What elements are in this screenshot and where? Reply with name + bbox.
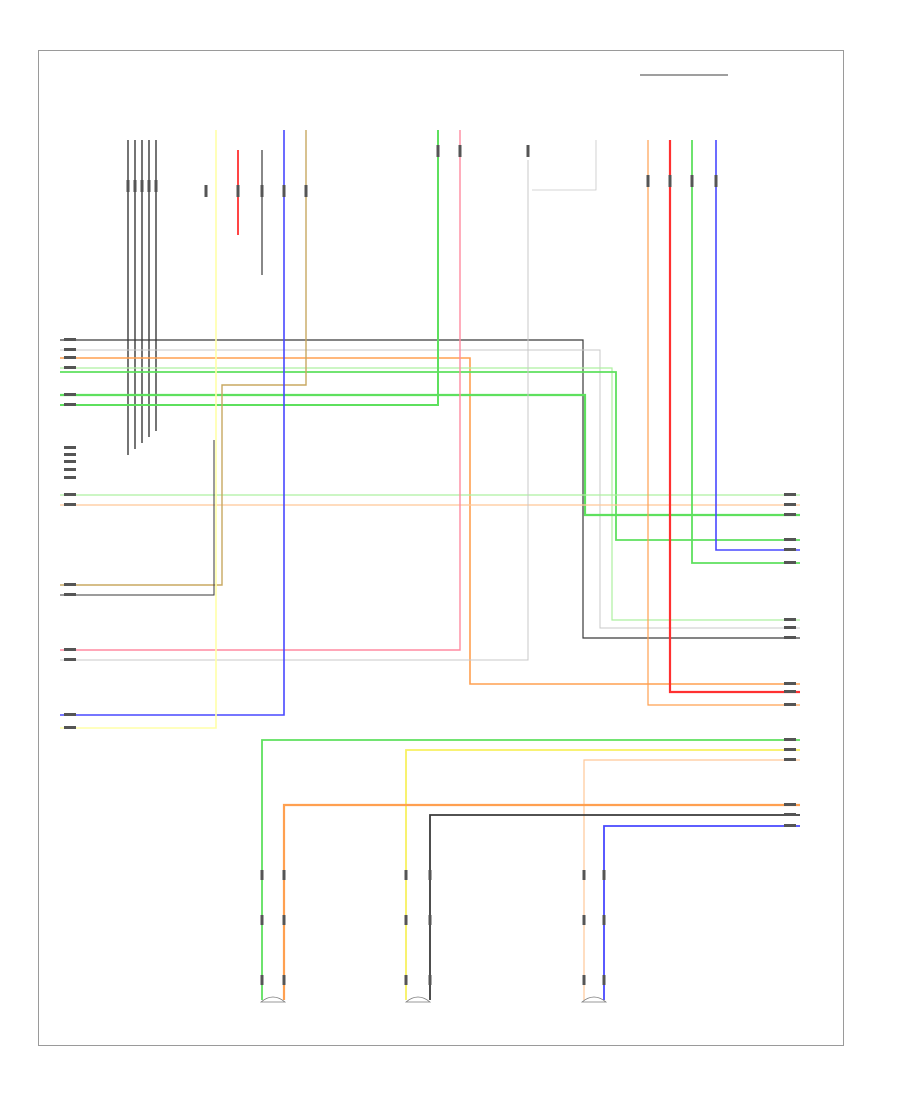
- wire-blue-1: [60, 130, 285, 716]
- right-row-tag-10: [784, 682, 796, 685]
- left-row-tag-6: [64, 403, 76, 406]
- wire-pink-1: [60, 130, 461, 651]
- speaker-wire-tag-17: [582, 975, 586, 985]
- left-row-tag-3: [64, 356, 76, 359]
- wire-green-3: [60, 130, 439, 406]
- speaker-wire-tag-3: [404, 870, 408, 880]
- wire-green-1: [60, 371, 800, 541]
- speaker-wire-tag-13: [260, 975, 264, 985]
- top-wire-tag-1: [204, 185, 208, 197]
- front-speaker-connector: [259, 996, 287, 1003]
- speaker-wire-tag-15: [404, 975, 408, 985]
- top-wire-tag-12: [714, 175, 718, 187]
- right-row-tag-18: [784, 824, 796, 827]
- right-row-tag-12: [784, 703, 796, 706]
- right-row-tag-15: [784, 758, 796, 761]
- left-row-tag-2: [64, 348, 76, 351]
- speaker-wire-tag-18: [602, 975, 606, 985]
- right-row-tag-7: [784, 618, 796, 621]
- wire-orange-1: [60, 357, 800, 685]
- left-row-tag-15: [64, 593, 76, 596]
- left-row-tag-10: [64, 468, 76, 471]
- rear-speaker-connector: [580, 996, 608, 1003]
- speaker-wire-tag-1: [260, 870, 264, 880]
- right-row-tag-6: [784, 561, 796, 564]
- wire-blue-3: [603, 825, 800, 1000]
- bundle-tag-1: [126, 180, 130, 192]
- wire-light-gray-1: [60, 349, 800, 629]
- speaker-wire-tag-11: [582, 915, 586, 925]
- wire-light-orange-3: [583, 759, 800, 1000]
- bundle-tag-3: [140, 180, 144, 192]
- top-wire-tag-3: [260, 185, 264, 197]
- left-row-tag-14: [64, 583, 76, 586]
- top-wire-tag-11: [690, 175, 694, 187]
- speaker-wire-tag-2: [282, 870, 286, 880]
- left-row-tag-11: [64, 476, 76, 479]
- top-wire-tag-2: [236, 185, 240, 197]
- right-row-tag-1: [784, 493, 796, 496]
- bundle-tag-2: [133, 180, 137, 192]
- wire-red-2: [668, 140, 800, 694]
- wire-blue-2: [715, 140, 800, 551]
- wire-light-yellow-1: [60, 130, 217, 729]
- right-row-tag-4: [784, 538, 796, 541]
- speaker-wire-tag-6: [602, 870, 606, 880]
- left-row-tag-12: [64, 493, 76, 496]
- speaker-wire-tag-14: [282, 975, 286, 985]
- right-row-tag-13: [784, 738, 796, 741]
- left-row-tag-9: [64, 460, 76, 463]
- left-row-tag-17: [64, 658, 76, 661]
- right-row-tag-16: [784, 803, 796, 806]
- right-row-tag-2: [784, 503, 796, 506]
- left-speaker-connector: [404, 996, 432, 1003]
- wire-light-orange-2: [647, 140, 800, 706]
- wire-gray-top: [60, 339, 800, 639]
- speaker-wire-tag-9: [404, 915, 408, 925]
- speaker-wire-tag-12: [602, 915, 606, 925]
- left-row-tag-5: [64, 393, 76, 396]
- right-row-tag-8: [784, 626, 796, 629]
- left-row-tag-18: [64, 713, 76, 716]
- right-row-tag-14: [784, 748, 796, 751]
- wire-orange-2: [282, 803, 800, 1000]
- left-row-tag-19: [64, 726, 76, 729]
- diagram-frame: [38, 50, 844, 1046]
- bundle-tag-5: [154, 180, 158, 192]
- wire-tan-2: [60, 130, 307, 586]
- top-wire-tag-6: [436, 145, 440, 157]
- wire-light-gray-3: [532, 140, 597, 191]
- speaker-wire-tag-10: [428, 915, 432, 925]
- speaker-wire-tag-4: [428, 870, 432, 880]
- right-row-tag-5: [784, 548, 796, 551]
- speaker-wire-tag-16: [428, 975, 432, 985]
- wire-light-green-1: [60, 367, 800, 621]
- left-row-tag-1: [64, 338, 76, 341]
- right-row-tag-11: [784, 690, 796, 693]
- right-row-tag-17: [784, 813, 796, 816]
- top-wire-tag-10: [668, 175, 672, 187]
- wire-black-4: [429, 814, 800, 1000]
- top-wire-tag-5: [304, 185, 308, 197]
- left-row-tag-13: [64, 503, 76, 506]
- speaker-wire-tag-5: [582, 870, 586, 880]
- left-row-tag-16: [64, 648, 76, 651]
- right-row-tag-9: [784, 636, 796, 639]
- top-wire-tag-7: [458, 145, 462, 157]
- left-row-tag-4: [64, 366, 76, 369]
- bundle-tag-4: [147, 180, 151, 192]
- top-wire-tag-4: [282, 185, 286, 197]
- wire-green-2: [60, 393, 800, 517]
- left-row-tag-7: [64, 446, 76, 449]
- speaker-wire-tag-7: [260, 915, 264, 925]
- wire-green-4: [691, 140, 800, 564]
- left-row-tag-8: [64, 453, 76, 456]
- wire-green-5: [261, 739, 800, 1000]
- top-wire-tag-9: [646, 175, 650, 187]
- speaker-wire-tag-8: [282, 915, 286, 925]
- top-wire-tag-8: [526, 145, 530, 157]
- right-row-tag-3: [784, 513, 796, 516]
- wire-black-2: [60, 440, 215, 596]
